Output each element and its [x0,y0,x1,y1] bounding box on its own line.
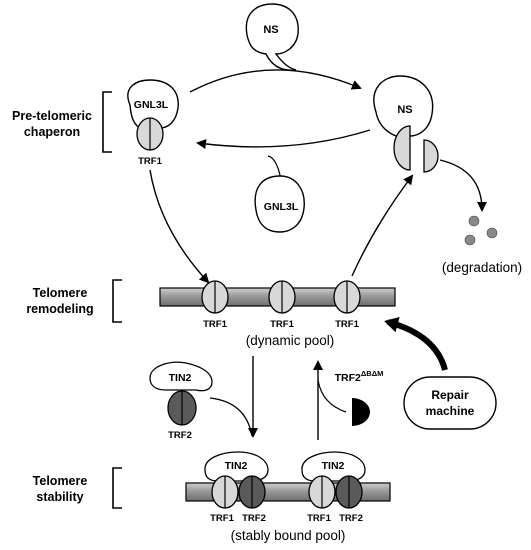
section-label-line2: chaperon [24,125,80,139]
telomere-dynamic-bar [159,280,396,314]
trf1-dynamic-3 [333,280,361,314]
dynamic-pool-caption: (dynamic pool) [246,333,335,348]
trf1-label-d1: TRF1 [203,319,227,330]
ns-trf1-complex: NS [373,75,439,173]
trf2-mutant-superscript: ΔBΔM [361,369,383,378]
arrow-repair-to-telomere [384,316,448,371]
gnl3l-free-protein: GNL3L [254,175,305,233]
gnl3l-trf1-complex: GNL3L TRF1 [127,79,179,167]
section-stability: Telomere stability [33,467,122,509]
trf1-dynamic-2 [268,280,296,314]
tin2-stable-2 [301,451,366,482]
trf2-stable-label-1: TRF2 [242,513,266,524]
section-label-line2: stability [36,490,83,504]
stable-pool-caption: (stably bound pool) [231,528,346,543]
arrow-to-gnl3l-complex [196,129,371,149]
svg-text:TRF2ΔBΔM: TRF2ΔBΔM [335,369,384,384]
trf1-half-released-icon [423,139,439,173]
trf2-mutant: TRF2ΔBΔM [335,369,384,426]
trf2-mutant-label: TRF2 [335,372,361,384]
trf2-stable-2 [335,475,363,509]
section-pre-telomeric: Pre-telomeric chaperon [12,91,112,153]
arrow-telomere-to-ns [351,174,414,277]
repair-machine: Repair machine [403,376,497,430]
repair-label-line1: Repair [431,388,469,402]
section-remodeling: Telomere remodeling [26,279,122,323]
trf2-stable-label-2: TRF2 [339,513,363,524]
mutant-joining-line [317,379,347,413]
tin2-trf2-joining-line [209,397,253,437]
degradation-caption: (degradation) [442,260,522,275]
degradation-fragments [464,215,498,246]
section-label-line1: Pre-telomeric [12,109,92,123]
ns-free-protein: NS [245,3,299,71]
arrow-to-ns-complex [189,69,362,93]
trf1-stable-1 [211,475,239,509]
tin2-trf2-complex: TIN2 TRF2 [149,361,213,441]
trf1-stable-2 [308,475,336,509]
tin2-stable-label-2: TIN2 [322,460,345,472]
trf1-dynamic-1 [201,280,229,314]
trf1-label-d2: TRF1 [270,319,294,330]
telomere-stable-bar [185,451,391,509]
trf2-mutant-icon [352,398,370,426]
gnl3l-label: GNL3L [134,99,169,111]
trf2-label: TRF2 [168,430,192,441]
trf1-label: TRF1 [138,156,162,167]
trf1-label-d3: TRF1 [335,319,359,330]
arrow-gnl3l-to-telomere [149,169,210,284]
gnl3l-free-label: GNL3L [264,201,299,213]
tin2-stable-1 [204,451,269,482]
repair-label-line2: machine [426,404,475,418]
tin2-stable-label-1: TIN2 [225,460,248,472]
ns-complex-label: NS [397,104,412,116]
section-label-line1: Telomere [33,286,88,300]
section-label-line1: Telomere [33,474,88,488]
trf1-stable-label-1: TRF1 [210,513,234,524]
arrow-to-degradation [439,159,487,212]
ns-label: NS [263,24,278,36]
section-label-line2: remodeling [26,302,93,316]
tin2-label: TIN2 [169,372,192,384]
trf2-stable-1 [238,475,266,509]
trf1-half-bound-icon [393,125,411,171]
trf1-stable-label-2: TRF1 [307,513,331,524]
